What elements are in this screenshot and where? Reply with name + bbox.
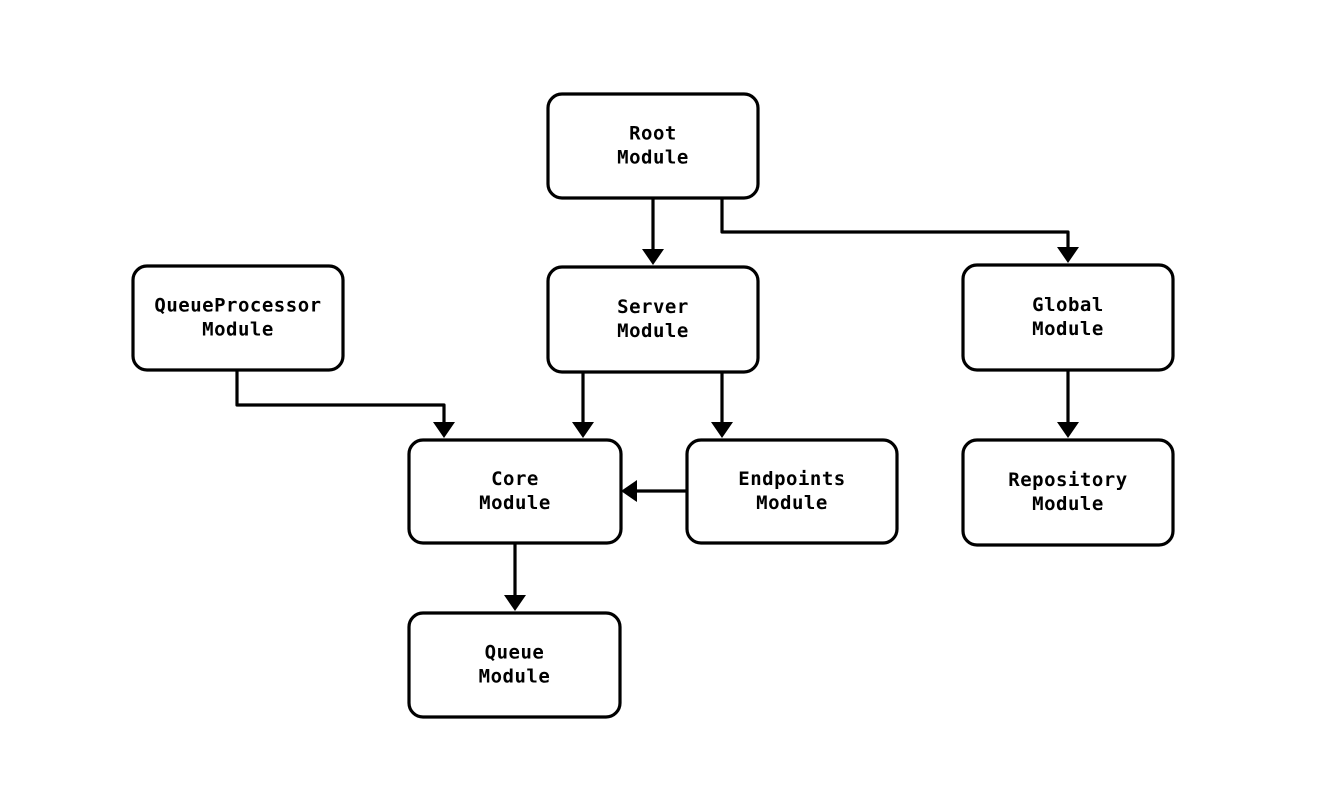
edge-global-to-repository bbox=[1057, 370, 1079, 438]
arrowhead-icon bbox=[711, 422, 733, 438]
edge-endpoints-to-core bbox=[621, 480, 687, 502]
edge-server-to-core bbox=[572, 372, 594, 438]
edges-layer bbox=[235, 198, 1079, 611]
node-label-line1: QueueProcessor bbox=[154, 295, 321, 317]
edge-line bbox=[720, 198, 1070, 253]
node-box[interactable] bbox=[131, 264, 345, 372]
arrowhead-icon bbox=[504, 595, 526, 611]
node-label-line2: Module bbox=[1032, 318, 1104, 340]
edge-server-to-endpoints bbox=[711, 372, 733, 438]
node-label-line2: Module bbox=[479, 666, 551, 688]
arrowhead-icon bbox=[433, 422, 455, 438]
node-label-line1: Repository bbox=[1008, 469, 1127, 491]
node-box[interactable] bbox=[961, 438, 1175, 547]
node-label-line2: Module bbox=[479, 492, 551, 514]
node-label-line2: Module bbox=[617, 147, 689, 169]
arrowhead-icon bbox=[572, 422, 594, 438]
node-label-line1: Server bbox=[617, 296, 689, 318]
node-box[interactable] bbox=[546, 265, 760, 374]
node-box[interactable] bbox=[546, 92, 760, 200]
arrowhead-icon bbox=[1057, 422, 1079, 438]
arrowhead-icon bbox=[1057, 247, 1079, 263]
nodes-layer: RootModuleQueueProcessorModuleServerModu… bbox=[131, 92, 1175, 719]
node-box[interactable] bbox=[407, 611, 622, 719]
node-label-line1: Core bbox=[491, 468, 539, 490]
node-label-line1: Global bbox=[1032, 294, 1104, 316]
node-box[interactable] bbox=[961, 263, 1175, 372]
edge-core-to-queue bbox=[504, 543, 526, 611]
edge-root-to-global bbox=[720, 198, 1079, 263]
node-box[interactable] bbox=[407, 438, 623, 545]
arrowhead-icon bbox=[642, 249, 664, 265]
arrowhead-icon bbox=[621, 480, 637, 502]
node-label-line1: Endpoints bbox=[738, 468, 845, 490]
node-label-line2: Module bbox=[1032, 493, 1104, 515]
node-label-line1: Queue bbox=[485, 642, 545, 664]
edge-queueprocessor-to-core bbox=[235, 370, 455, 438]
node-label-line1: Root bbox=[629, 123, 677, 145]
node-label-line2: Module bbox=[756, 492, 828, 514]
node-label-line2: Module bbox=[202, 319, 274, 341]
edge-root-to-server bbox=[642, 198, 664, 265]
node-box[interactable] bbox=[685, 438, 899, 545]
node-label-line2: Module bbox=[617, 320, 689, 342]
edge-line bbox=[235, 370, 446, 428]
